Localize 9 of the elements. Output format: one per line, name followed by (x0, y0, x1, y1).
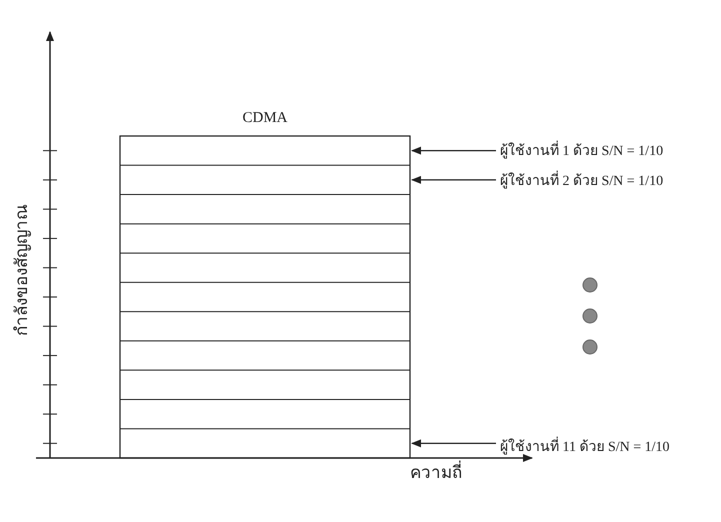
user-label: ผู้ใช้งานที่ 2 ด้วย S/N = 1/10 (500, 173, 664, 191)
x-axis-title: ความถี่ (410, 462, 462, 484)
arrow (411, 176, 496, 184)
user-label: ผู้ใช้งานที่ 1 ด้วย S/N = 1/10 (500, 143, 664, 161)
user-label: ผู้ใช้งานที่ 11 ด้วย S/N = 1/10 (500, 439, 670, 457)
arrow (411, 146, 496, 155)
arrow (411, 439, 496, 448)
y-axis-title: กำลังของสัญญาณ (11, 204, 33, 336)
block-heading: CDMA (241, 109, 288, 128)
